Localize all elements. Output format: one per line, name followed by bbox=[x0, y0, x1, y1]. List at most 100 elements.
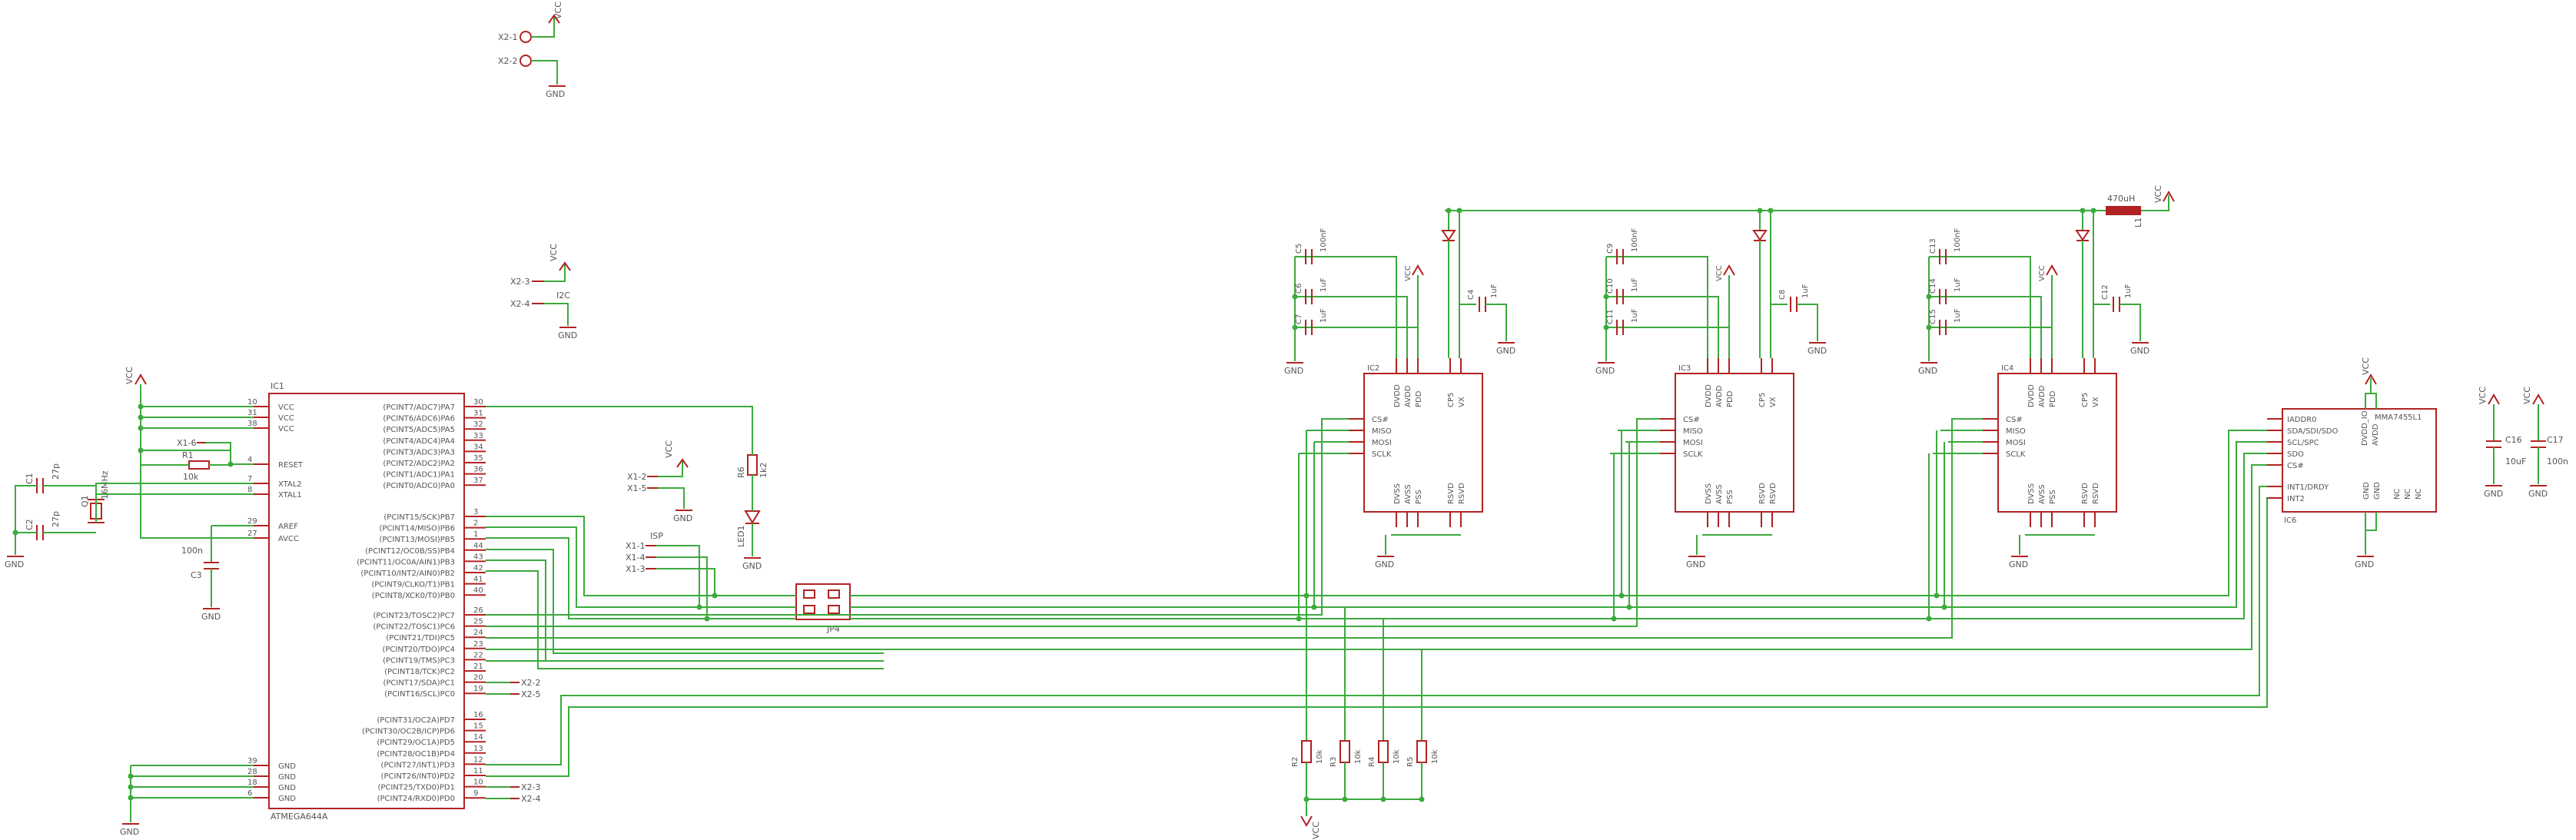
cap-label: C6 bbox=[1295, 284, 1303, 294]
gyro-pin-name: DVDD bbox=[2027, 384, 2036, 407]
mcu-pin-num: 35 bbox=[473, 454, 483, 463]
cap-label: C15 bbox=[1929, 309, 1937, 324]
gyro-ref: IC2 bbox=[1367, 364, 1379, 373]
mcu-pin-name: (PCINT13/MOSI)PB5 bbox=[380, 536, 456, 544]
net-x2-2: X2-2 bbox=[521, 678, 541, 688]
junction bbox=[1926, 294, 1932, 300]
resistor-value: 10k bbox=[1316, 749, 1324, 764]
mcu-pin-num: 38 bbox=[247, 420, 257, 428]
junction bbox=[1292, 324, 1298, 330]
wire bbox=[2120, 304, 2141, 341]
mcu-pin-num: 24 bbox=[473, 629, 483, 637]
wire bbox=[1797, 304, 1818, 341]
accel-pin-nc: NC bbox=[2393, 489, 2402, 500]
accel-pin-dvdd-io: DVDD_IO bbox=[2361, 410, 2369, 446]
junction bbox=[1611, 616, 1617, 622]
gyro-pin-name: SCLK bbox=[1372, 450, 1392, 459]
mcu-right-pins: (PCINT7/ADC7)PA730(PCINT6/ADC6)PA631(PCI… bbox=[357, 398, 486, 803]
junction bbox=[704, 616, 710, 622]
mcu-pin-name: GND bbox=[278, 762, 296, 771]
wire bbox=[544, 303, 569, 326]
wire bbox=[95, 483, 269, 500]
x1-5-label: X1-5 bbox=[627, 483, 647, 493]
net-x2-5: X2-5 bbox=[521, 689, 541, 699]
gnd-label: GND bbox=[2528, 489, 2548, 499]
jp4-pad bbox=[803, 605, 815, 614]
jp4-pad bbox=[803, 589, 815, 599]
x1-3-label: X1-3 bbox=[626, 564, 646, 574]
inductor-l1 bbox=[2106, 206, 2141, 215]
mcu-pin-num: 6 bbox=[247, 789, 252, 798]
diode-icon bbox=[2075, 230, 2090, 241]
resistor-pullup bbox=[1339, 740, 1350, 763]
right-caps: VCC C16 10uF GND VCC C17 100n GND bbox=[2478, 387, 2568, 499]
mcu-pin-name: XTAL1 bbox=[278, 491, 302, 500]
junction bbox=[1626, 604, 1632, 610]
mcu-pin-name: (PCINT23/TOSC2)PC7 bbox=[373, 612, 456, 620]
c2-value: 27p bbox=[51, 511, 61, 527]
junction bbox=[1380, 796, 1386, 802]
wire bbox=[531, 17, 555, 38]
mcu-pin-name: (PCINT28/OC1B)PD4 bbox=[377, 750, 455, 759]
vcc-label: VCC bbox=[549, 244, 559, 261]
cap-value: 100nF bbox=[1631, 228, 1639, 252]
jp4-label: JP4 bbox=[826, 624, 840, 634]
vcc-arrow-icon bbox=[2163, 191, 2175, 202]
gnd-label: GND bbox=[120, 827, 139, 837]
c16-label: C16 bbox=[2505, 435, 2522, 445]
wire bbox=[486, 418, 1675, 627]
gyro-pin-name: VX bbox=[1458, 397, 1466, 407]
vcc-arrow-icon bbox=[559, 261, 571, 271]
mcu-pin-num: 8 bbox=[247, 486, 252, 494]
mcu-pin-num: 20 bbox=[473, 674, 483, 682]
mcu-pin-name: AREF bbox=[278, 523, 298, 531]
vcc-arrow-icon bbox=[676, 458, 689, 468]
vcc-label: VCC bbox=[664, 440, 674, 458]
mcu-net-labels: X2-2 X2-5 X2-3 X2-4 bbox=[486, 678, 541, 804]
gnd-label: GND bbox=[742, 561, 762, 571]
accel-ref: IC6 bbox=[2284, 516, 2296, 525]
cap-value: 100nF bbox=[1954, 228, 1962, 252]
gyro-pin-name: CP5 bbox=[1758, 393, 1767, 407]
q1-label: Q1 bbox=[80, 495, 90, 507]
wire bbox=[486, 526, 796, 608]
mcu-pin-num: 10 bbox=[473, 779, 483, 787]
mcu-pin-name: (PCINT26/INT0)PD2 bbox=[381, 772, 455, 781]
mcu-pin-name: (PCINT15/SCK)PB7 bbox=[383, 513, 455, 522]
mcu-pin-num: 30 bbox=[473, 398, 483, 407]
gyro-pin-name: RSVD bbox=[1458, 483, 1466, 504]
cap-label: C13 bbox=[1929, 238, 1937, 254]
wire bbox=[140, 384, 269, 539]
mcu-left-pins: VCC10VCC31VCC38RESET4XTAL27XTAL18AREF29A… bbox=[247, 398, 304, 803]
vcc-arrow-icon bbox=[2488, 393, 2500, 405]
mcu-pin-num: 34 bbox=[473, 443, 483, 451]
mcu-pin-num: 13 bbox=[473, 745, 483, 753]
mcu-pin-name: (PCINT7/ADC7)PA7 bbox=[383, 403, 455, 412]
mcu-pin-name: GND bbox=[278, 795, 296, 803]
mcu-pin-num: 32 bbox=[473, 420, 483, 429]
resistor-pullup bbox=[1416, 740, 1427, 763]
wire bbox=[1997, 327, 2053, 358]
gyro-pin-name: CS# bbox=[1372, 416, 1389, 424]
mcu-pin-name: (PCINT31/OC2A)PD7 bbox=[377, 716, 455, 725]
accel-pin-gnd: GND bbox=[2373, 482, 2382, 500]
accel-pin-name: INT2 bbox=[2287, 495, 2305, 503]
gnd-label: GND bbox=[5, 559, 24, 569]
mcu-pin-name: RESET bbox=[278, 461, 304, 470]
gyro-pin-name: DVSS bbox=[1393, 483, 1402, 504]
mcu-pin-num: 22 bbox=[473, 651, 483, 659]
wire bbox=[2365, 512, 2377, 531]
accel-pin-name: CS# bbox=[2287, 462, 2304, 470]
mcu-pin-name: VCC bbox=[278, 403, 294, 412]
gyro-pin-name: VX bbox=[1769, 397, 1778, 407]
mcu-pin-name: (PCINT25/TXD0)PD1 bbox=[377, 784, 455, 792]
junction bbox=[696, 604, 702, 610]
cap-value: 1uF bbox=[2124, 284, 2133, 298]
wire bbox=[206, 442, 269, 465]
gyro-pin-name: VX bbox=[2092, 397, 2100, 407]
accel-part: MMA7455L1 bbox=[2375, 413, 2422, 422]
diode-icon bbox=[1752, 230, 1768, 241]
resistor-value: 10k bbox=[1354, 749, 1363, 764]
